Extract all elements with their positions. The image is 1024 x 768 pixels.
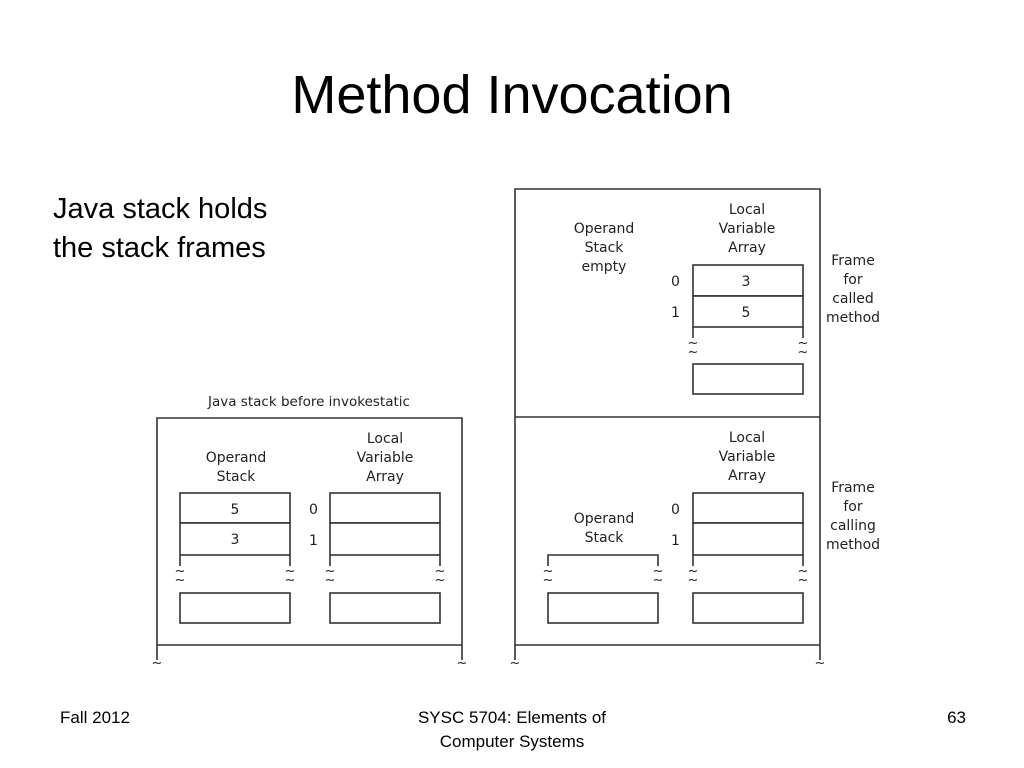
slide-number: 63 <box>947 708 966 727</box>
called-lva-break-right-1: ~ <box>798 336 809 351</box>
calling-lva-break-left-1: ~ <box>688 564 699 579</box>
calling-lva-break-left-2: ~ <box>688 573 699 588</box>
before-lva-break-right-1: ~ <box>435 564 446 579</box>
before-lva-cell-0 <box>329 492 441 524</box>
called-lva-index-1: 1 <box>671 305 680 321</box>
frame-called-label-line-3: called <box>832 291 874 307</box>
before-lva-index-1: 1 <box>309 533 318 549</box>
called-lva-break-right-2: ~ <box>798 345 809 360</box>
called-operand-label-line-2: Stack <box>585 240 625 256</box>
before-operand-label-line-2: Stack <box>217 469 257 485</box>
calling-lva-cell-0 <box>692 492 804 524</box>
slide-title: Method Invocation <box>291 65 733 125</box>
before-operand-value-0: 5 <box>231 502 240 518</box>
before-operand-break-right-1: ~ <box>285 564 296 579</box>
after-stack-outline <box>514 188 821 660</box>
before-lva-label-line-1: Local <box>367 431 403 447</box>
calling-lva-label-line-1: Local <box>729 430 765 446</box>
called-lva-cell-1 <box>692 295 804 328</box>
calling-lva-cell-1 <box>692 522 804 556</box>
calling-operand-label-line-2: Stack <box>585 530 625 546</box>
before-stack-outline <box>156 417 463 660</box>
after-stack-break-left: ~ <box>510 656 521 671</box>
frame-calling-label-line-4: method <box>826 537 880 553</box>
frame-calling-label-line-3: calling <box>830 518 876 534</box>
calling-lva-break-right-2: ~ <box>798 573 809 588</box>
before-lva-index-0: 0 <box>309 502 318 518</box>
calling-operand-break-left-2: ~ <box>543 573 554 588</box>
frame-calling-label-line-1: Frame <box>831 480 875 496</box>
frame-called-label-line-2: for <box>843 272 862 288</box>
before-lva-label-line-3: Array <box>366 469 404 485</box>
called-lva-value-0: 3 <box>742 274 751 290</box>
before-lva-break-left-1: ~ <box>325 564 336 579</box>
footer-date: Fall 2012 <box>60 708 130 727</box>
bullet-line-1: Java stack holds <box>53 193 268 225</box>
frame-calling-label-line-2: for <box>843 499 862 515</box>
before-invokestatic-caption: Java stack before invokestatic <box>207 394 410 410</box>
calling-operand-break-right-2: ~ <box>653 573 664 588</box>
calling-operand-break-left-1: ~ <box>543 564 554 579</box>
bullet-text: Java stack holds the stack frames <box>53 190 267 268</box>
before-stack-break-left: ~ <box>152 656 163 671</box>
before-stack-break-right: ~ <box>457 656 468 671</box>
before-lva-break-right-2: ~ <box>435 573 446 588</box>
called-lva-label-line-1: Local <box>729 202 765 218</box>
before-lva-cell-bottom <box>329 592 441 624</box>
before-operand-cell-0 <box>179 492 291 524</box>
before-operand-break-left-1: ~ <box>175 564 186 579</box>
calling-lva-label-line-3: Array <box>728 468 766 484</box>
calling-lva-break-right-1: ~ <box>798 564 809 579</box>
called-operand-label-line-1: Operand <box>574 221 635 237</box>
before-operand-cell-bottom <box>179 592 291 624</box>
called-lva-break-left-2: ~ <box>688 345 699 360</box>
called-lva-break-left-1: ~ <box>688 336 699 351</box>
before-operand-cell-1 <box>179 522 291 556</box>
footer-course: SYSC 5704: Elements of Computer Systems <box>362 706 662 754</box>
footer-course-line-2: Computer Systems <box>439 732 585 751</box>
before-lva-label-line-2: Variable <box>357 450 414 466</box>
footer-course-line-1: SYSC 5704: Elements of <box>417 708 607 727</box>
frame-called-label-line-1: Frame <box>831 253 875 269</box>
bullet-line-2: the stack frames <box>53 232 266 264</box>
called-lva-index-0: 0 <box>671 274 680 290</box>
called-operand-label-line-3: empty <box>582 259 627 275</box>
after-stack-break-right: ~ <box>815 656 826 671</box>
calling-lva-label-line-2: Variable <box>719 449 776 465</box>
called-lva-cell-0 <box>692 264 804 297</box>
before-operand-label-line-1: Operand <box>206 450 267 466</box>
calling-operand-cell-top <box>547 554 659 566</box>
before-operand-break-right-2: ~ <box>285 573 296 588</box>
calling-lva-index-0: 0 <box>671 502 680 518</box>
calling-operand-label-line-1: Operand <box>574 511 635 527</box>
before-lva-break-left-2: ~ <box>325 573 336 588</box>
called-lva-cell-bottom <box>692 363 804 395</box>
before-operand-value-1: 3 <box>231 532 240 548</box>
called-lva-value-1: 5 <box>742 305 751 321</box>
before-operand-break-left-2: ~ <box>175 573 186 588</box>
calling-operand-break-right-1: ~ <box>653 564 664 579</box>
called-lva-label-line-3: Array <box>728 240 766 256</box>
calling-lva-index-1: 1 <box>671 533 680 549</box>
frame-called-label-line-4: method <box>826 310 880 326</box>
called-lva-label-line-2: Variable <box>719 221 776 237</box>
calling-operand-cell-bottom <box>547 592 659 624</box>
calling-lva-cell-bottom <box>692 592 804 624</box>
before-lva-cell-1 <box>329 522 441 556</box>
